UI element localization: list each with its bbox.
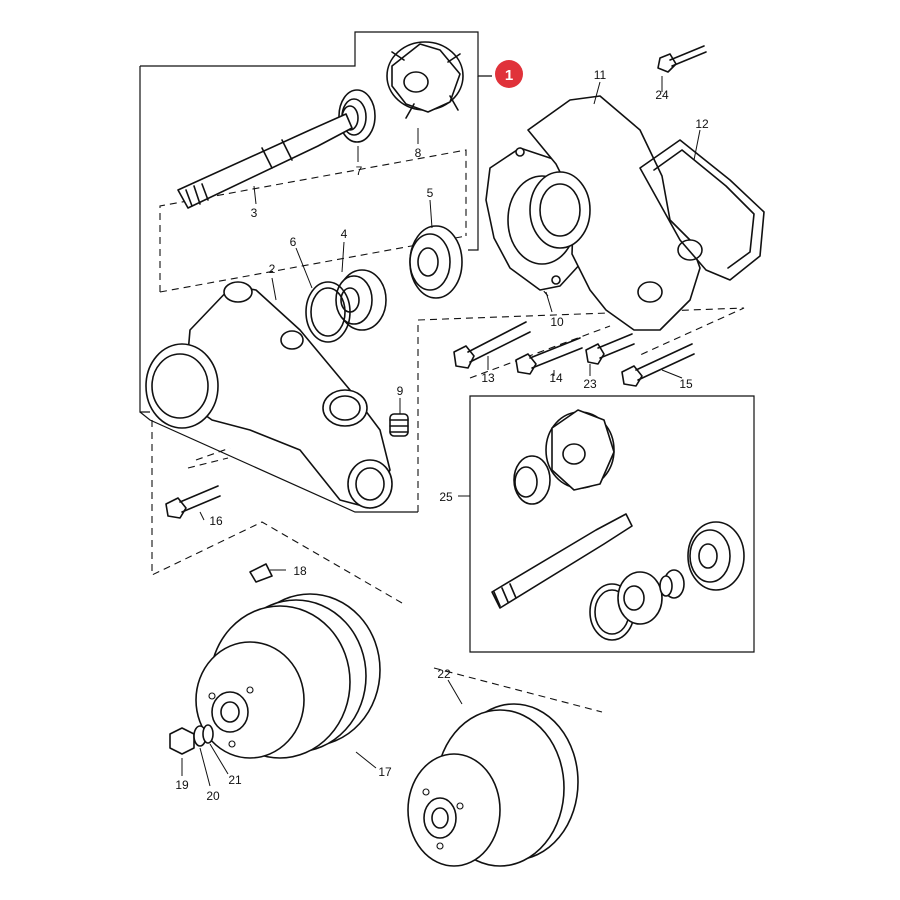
- label-part-12: 12: [695, 117, 709, 131]
- kit-impeller-part: [545, 409, 615, 491]
- kit-shaft-part: [491, 513, 633, 609]
- label-part-11: 11: [594, 68, 607, 82]
- kit-frame: [458, 395, 755, 653]
- label-part-21: 21: [228, 773, 242, 787]
- key-part: [249, 563, 273, 583]
- label-part-24: 24: [655, 88, 669, 102]
- bolt-16-part: [165, 485, 221, 519]
- assembly-frame: [139, 31, 492, 513]
- bolt-15-part: [621, 343, 695, 387]
- kit-bearing-small-part: [617, 571, 663, 625]
- label-part-5: 5: [427, 186, 434, 200]
- shaft-part: [177, 113, 353, 209]
- label-part-8: 8: [415, 146, 422, 160]
- part-labels: 2 3 4 5 6 7 8 9 10 11 12 13 14 15 16 17 …: [175, 68, 709, 803]
- label-part-25: 25: [439, 490, 453, 504]
- plug-part: [389, 413, 409, 437]
- nut-washer-set-part: [169, 724, 214, 755]
- label-part-14: 14: [549, 371, 563, 385]
- label-part-6: 6: [290, 235, 297, 249]
- kit-seal-part: [513, 455, 551, 505]
- impeller-part: [386, 41, 464, 119]
- label-part-20: 20: [206, 789, 220, 803]
- callout-badge: 1: [495, 60, 523, 88]
- bolt-24-part: [657, 45, 707, 73]
- label-part-9: 9: [397, 384, 404, 398]
- bolt-23-part: [585, 333, 635, 365]
- label-part-19: 19: [175, 778, 189, 792]
- label-part-17: 17: [378, 765, 392, 779]
- label-part-22: 22: [437, 667, 451, 681]
- alignment-lines: [151, 149, 745, 713]
- snap-ring-part: [305, 281, 351, 343]
- leader-lines: [181, 76, 701, 787]
- pulley-double-part: [195, 593, 381, 759]
- label-part-2: 2: [269, 262, 276, 276]
- label-part-18: 18: [293, 564, 307, 578]
- pump-housing-part: [145, 281, 393, 509]
- callout-number: 1: [505, 67, 513, 84]
- label-part-10: 10: [550, 315, 564, 329]
- kit-spacer-part: [659, 569, 685, 599]
- bearing-large-part: [409, 225, 463, 299]
- label-part-23: 23: [583, 377, 597, 391]
- pulley-single-part: [407, 703, 579, 867]
- bolt-13-part: [453, 321, 531, 369]
- kit-bearing-large-part: [687, 521, 745, 591]
- bolt-14-part: [515, 337, 583, 375]
- label-part-13: 13: [481, 371, 495, 385]
- gasket-large-part: [639, 139, 765, 281]
- label-part-3: 3: [251, 206, 258, 220]
- label-part-7: 7: [356, 164, 363, 178]
- backplate-part: [527, 95, 703, 331]
- label-part-16: 16: [209, 514, 223, 528]
- label-part-15: 15: [679, 377, 693, 391]
- label-part-4: 4: [341, 227, 348, 241]
